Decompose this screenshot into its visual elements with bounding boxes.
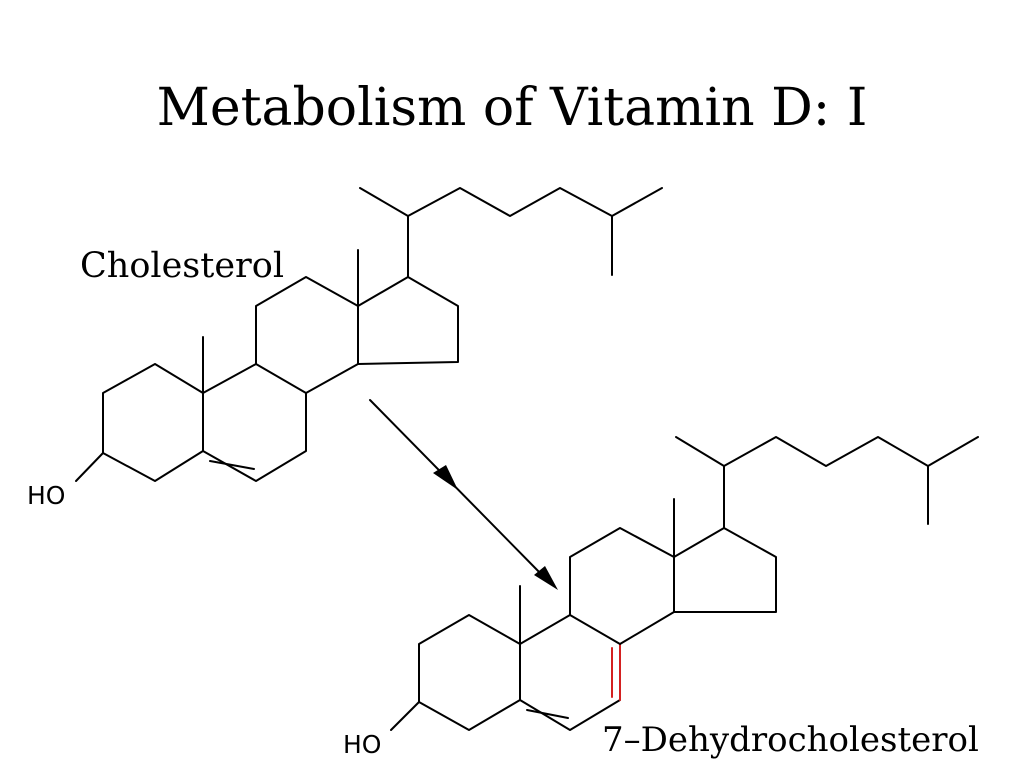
dehydrocholesterol-structure [390, 436, 979, 731]
chol-ring-d [357, 276, 459, 365]
dhc-ring-b [519, 614, 621, 731]
chol-ring-b [202, 363, 307, 482]
chol-side-chain [407, 187, 663, 278]
dhc-ring-d [673, 527, 777, 613]
cholesterol-label: Cholesterol [80, 246, 285, 286]
cholesterol-structure [75, 187, 663, 482]
dhc-side-chain [723, 436, 979, 529]
chol-c5-c6-double-bond [209, 460, 255, 470]
dhc-ring-a [418, 614, 521, 731]
reaction-arrow-head-lower [534, 566, 558, 590]
dehydrocholesterol-label: 7–Dehydrocholesterol [602, 720, 979, 760]
reaction-arrow-head-upper [433, 465, 458, 490]
dhc-c5-c6-double-bond [526, 709, 569, 719]
dhc-c21-methyl [675, 436, 725, 467]
slide-title: Metabolism of Vitamin D: I [156, 78, 868, 138]
dhc-oh-bond [390, 701, 420, 731]
dhc-ring-c [569, 527, 675, 645]
chol-ring-c [255, 276, 359, 394]
chol-ring-a [102, 363, 204, 482]
chol-oh-bond [75, 452, 104, 482]
chol-c21-methyl [359, 187, 409, 217]
cholesterol-hydroxyl-label: HO [27, 481, 66, 510]
reaction-arrow [369, 399, 558, 590]
dehydrocholesterol-hydroxyl-label: HO [343, 730, 382, 759]
